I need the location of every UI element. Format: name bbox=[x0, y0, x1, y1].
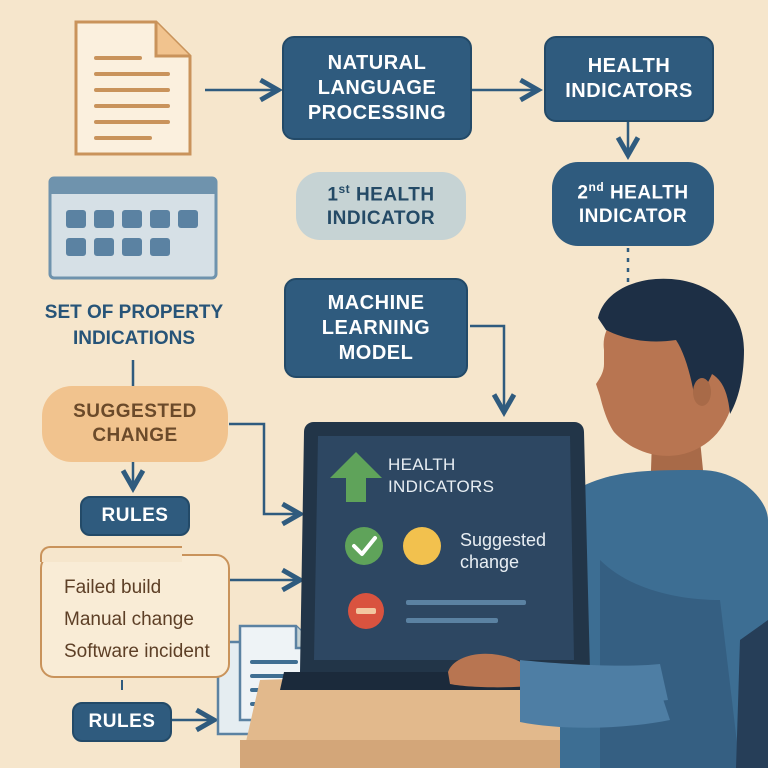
suggested-change-label: SUGGESTED CHANGE bbox=[73, 401, 197, 446]
screen-suggested-change: Suggested change bbox=[460, 530, 547, 572]
first-health-indicator-label: 1st HEALTH INDICATOR bbox=[326, 181, 436, 229]
minus-icon bbox=[348, 593, 384, 629]
health-indicators-label: HEALTH INDICATORS bbox=[565, 55, 693, 102]
rules-box-1: RULES bbox=[80, 496, 190, 536]
second-health-indicator-pill: 2nd HEALTH INDICATOR bbox=[552, 162, 714, 246]
status-yellow-icon bbox=[403, 527, 441, 565]
health-indicators-box: HEALTH INDICATORS bbox=[544, 36, 714, 122]
events-list: Failed build Manual change Software inci… bbox=[64, 572, 210, 668]
rules-box-2: RULES bbox=[72, 702, 172, 742]
rules-label-1: RULES bbox=[101, 505, 169, 527]
nlp-box: NATURAL LANGUAGE PROCESSING bbox=[282, 36, 472, 140]
event-manual-change: Manual change bbox=[64, 609, 194, 630]
event-software-incident: Software incident bbox=[64, 641, 210, 662]
event-failed-build: Failed build bbox=[64, 577, 162, 598]
up-arrow-icon bbox=[330, 452, 382, 502]
arrow-suggested-to-laptop bbox=[229, 422, 300, 514]
screen-line-2 bbox=[406, 618, 498, 623]
hand bbox=[448, 653, 532, 688]
rules-label-2: RULES bbox=[88, 711, 156, 733]
ml-model-box: MACHINE LEARNING MODEL bbox=[284, 278, 468, 378]
nlp-label: NATURAL LANGUAGE PROCESSING bbox=[307, 51, 447, 124]
hair bbox=[598, 278, 744, 414]
arrow-ml-to-laptop bbox=[470, 324, 504, 412]
screen-health-indicators: HEALTH INDICATORS bbox=[388, 455, 495, 497]
screen-line-1 bbox=[406, 600, 526, 605]
second-health-indicator-label: 2nd HEALTH INDICATOR bbox=[577, 179, 689, 227]
set-of-property-indications: SET OF PROPERTY INDICATIONS bbox=[44, 302, 224, 349]
first-health-indicator-pill: 1st HEALTH INDICATOR bbox=[296, 172, 466, 240]
events-card: Failed build Manual change Software inci… bbox=[40, 546, 230, 678]
ml-model-label: MACHINE LEARNING MODEL bbox=[321, 291, 431, 364]
check-icon bbox=[345, 527, 383, 565]
suggested-change-pill: SUGGESTED CHANGE bbox=[42, 386, 228, 462]
events-card-tab bbox=[40, 546, 182, 562]
